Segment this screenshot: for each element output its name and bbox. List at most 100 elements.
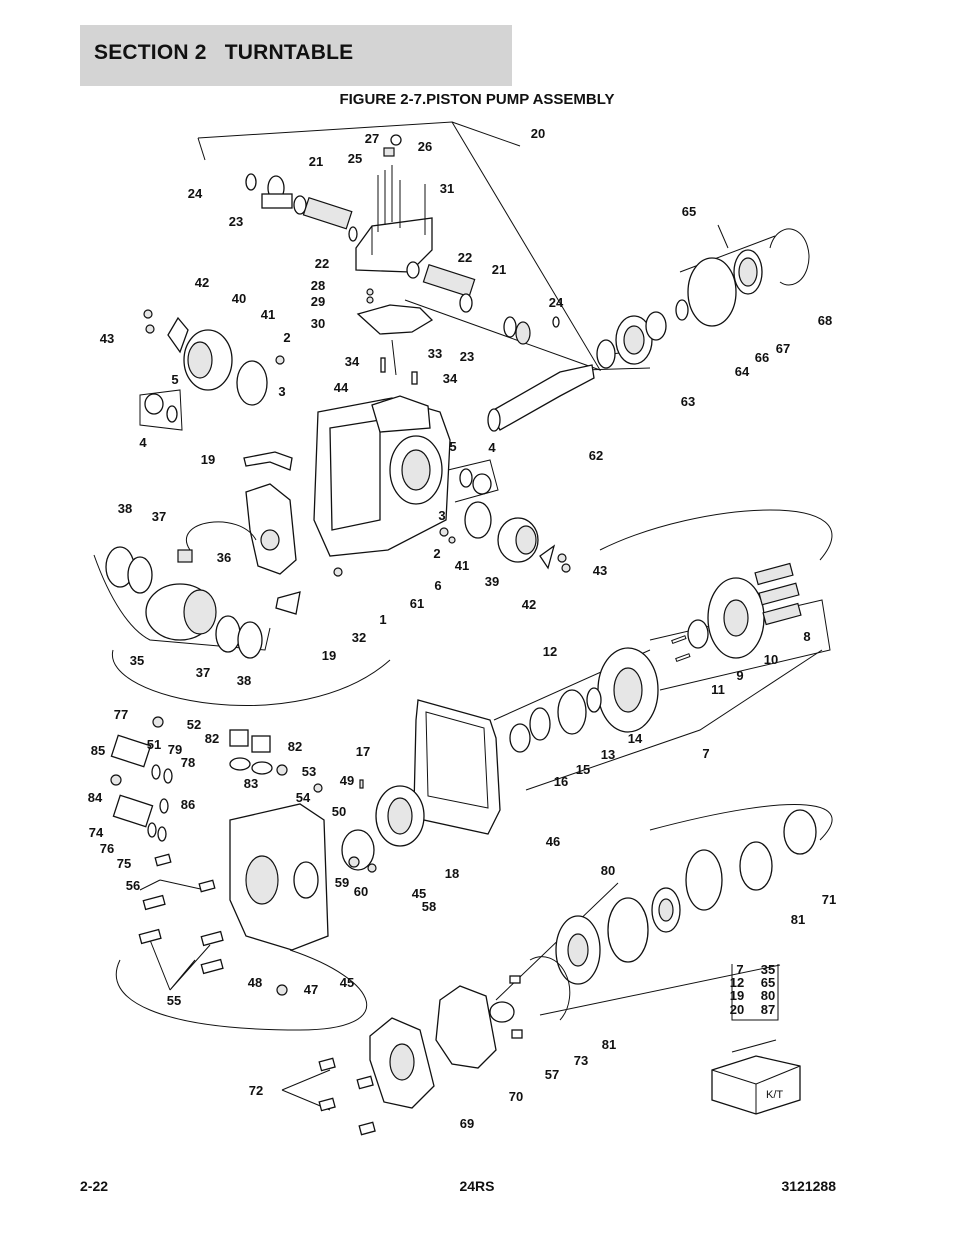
part-label: 24: [549, 295, 564, 310]
part-label: 77: [114, 707, 128, 722]
part-label: 76: [100, 841, 114, 856]
part-label: 78: [181, 755, 195, 770]
part-label: 41: [261, 307, 275, 322]
part-label: 19: [322, 648, 336, 663]
part-label: 7: [702, 746, 709, 761]
part-label: 35: [130, 653, 144, 668]
part-label: 14: [628, 731, 643, 746]
part-label: 67: [776, 341, 790, 356]
part-label: 46: [546, 834, 560, 849]
part-label: 1: [379, 612, 386, 627]
part-label: 69: [460, 1116, 474, 1131]
part-label: 49: [340, 773, 354, 788]
part-label: 54: [296, 790, 311, 805]
part-label: 62: [589, 448, 603, 463]
part-label: 8: [803, 629, 810, 644]
part-label: 38: [118, 501, 132, 516]
part-label: 20: [730, 1002, 744, 1017]
part-label: 55: [167, 993, 181, 1008]
part-label: 84: [88, 790, 103, 805]
part-label: 56: [126, 878, 140, 893]
part-label: 37: [152, 509, 166, 524]
part-label: 82: [205, 731, 219, 746]
part-label: 65: [682, 204, 696, 219]
part-label: 59: [335, 875, 349, 890]
part-label: 22: [458, 250, 472, 265]
part-label: 6: [434, 578, 441, 593]
section-banner: SECTION 2 TURNTABLE: [80, 25, 512, 86]
rotating-group: [509, 562, 802, 753]
part-label: 50: [332, 804, 346, 819]
part-label: 63: [681, 394, 695, 409]
part-label: 72: [249, 1083, 263, 1098]
part-label: 20: [531, 126, 545, 141]
part-label: 42: [522, 597, 536, 612]
part-label: 65: [761, 975, 775, 990]
part-label: 66: [755, 350, 769, 365]
drive-shaft: [487, 228, 810, 432]
part-label: 36: [217, 550, 231, 565]
control-valve-block: [245, 134, 531, 385]
part-label: 80: [761, 988, 775, 1003]
document-number: 3121288: [781, 1178, 836, 1194]
part-label: 80: [601, 863, 615, 878]
part-label: 47: [304, 982, 318, 997]
part-label: 85: [91, 743, 105, 758]
part-label: 13: [601, 747, 615, 762]
part-label: 37: [196, 665, 210, 680]
part-label: 51: [147, 737, 161, 752]
part-label: 26: [418, 139, 432, 154]
part-label: 16: [554, 774, 568, 789]
part-label: 2: [283, 330, 290, 345]
part-label: 83: [244, 776, 258, 791]
part-label: 73: [574, 1053, 588, 1068]
part-label: 41: [455, 558, 469, 573]
part-label: 29: [311, 294, 325, 309]
part-label: 32: [352, 630, 366, 645]
part-label: 23: [229, 214, 243, 229]
pump-housing: [313, 395, 451, 577]
part-label: 22: [315, 256, 329, 271]
part-label: 38: [237, 673, 251, 688]
part-label: 18: [445, 866, 459, 881]
part-label: 2: [433, 546, 440, 561]
part-label: 35: [761, 962, 775, 977]
part-label: 71: [822, 892, 836, 907]
part-label: 42: [195, 275, 209, 290]
part-label: 19: [730, 988, 744, 1003]
part-label: 5: [171, 372, 178, 387]
kit-list: K/T: [711, 964, 801, 1115]
part-label: 30: [311, 316, 325, 331]
part-label: 82: [288, 739, 302, 754]
kit-box-label: K/T: [766, 1089, 783, 1101]
part-label: 57: [545, 1067, 559, 1082]
part-label: 60: [354, 884, 368, 899]
part-label: 10: [764, 652, 778, 667]
part-label: 34: [443, 371, 458, 386]
part-label: 11: [711, 682, 725, 697]
section-title: SECTION 2 TURNTABLE: [94, 41, 354, 64]
part-label: 4: [488, 440, 496, 455]
part-label: 40: [232, 291, 246, 306]
part-label: 3: [438, 508, 445, 523]
part-label: 33: [428, 346, 442, 361]
page-number: 2-22: [80, 1178, 109, 1194]
part-label: 81: [791, 912, 805, 927]
part-label: 61: [410, 596, 424, 611]
part-label: 25: [348, 151, 362, 166]
charge-pump-group: [318, 809, 817, 1136]
part-label: 79: [168, 742, 182, 757]
part-label: 81: [602, 1037, 616, 1052]
gasket-plate: [341, 699, 501, 871]
part-label: 45: [412, 886, 426, 901]
part-label: 21: [309, 154, 323, 169]
part-label: 17: [356, 744, 370, 759]
part-label: 21: [492, 262, 506, 277]
part-label: 74: [89, 825, 104, 840]
part-label: 12: [543, 644, 557, 659]
part-label: 44: [334, 380, 349, 395]
part-label: 34: [345, 354, 360, 369]
part-label: 9: [736, 668, 743, 683]
part-label: 52: [187, 717, 201, 732]
